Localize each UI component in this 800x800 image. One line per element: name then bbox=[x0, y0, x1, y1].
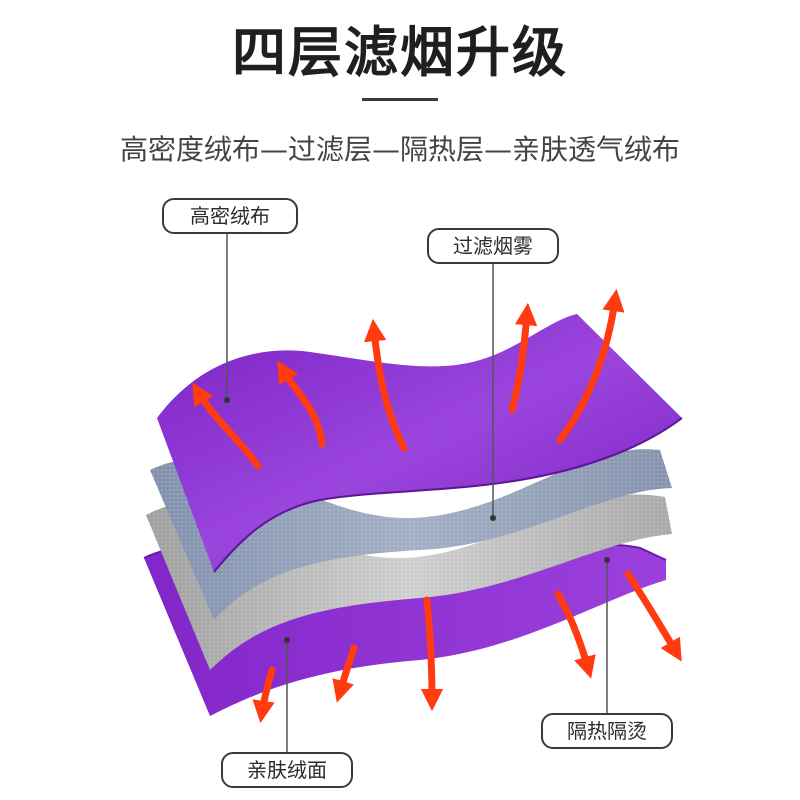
callout-high-density-fabric: 高密绒布 bbox=[162, 198, 298, 234]
arrow-down-icon bbox=[427, 600, 432, 700]
callout-skin-fabric: 亲肤绒面 bbox=[221, 752, 353, 788]
callout-smoke-filter: 过滤烟雾 bbox=[427, 228, 559, 264]
callout-heat-insulation: 隔热隔烫 bbox=[541, 713, 673, 749]
arrow-down-icon bbox=[628, 574, 676, 652]
